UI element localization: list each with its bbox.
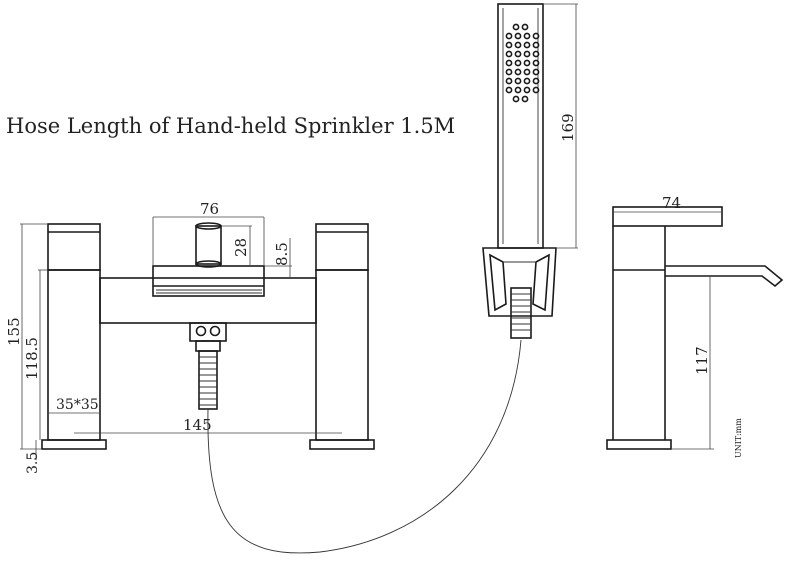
side-base (606, 439, 672, 450)
nozzle-dot (523, 77, 531, 85)
dim-label-169: 169 (559, 113, 577, 142)
dim-total-height: 155 (5, 223, 48, 450)
nozzle-dot (523, 32, 531, 40)
nozzle-dot (514, 77, 522, 85)
left-pillar (41, 223, 107, 450)
dim-label-76: 76 (200, 200, 219, 218)
nozzle-dot (532, 68, 540, 76)
nozzle-dot (514, 41, 522, 49)
right-pillar (309, 223, 375, 450)
nozzle-dot (505, 41, 513, 49)
side-top-cap (612, 206, 723, 227)
side-view: 74 117 UNIT:mm (606, 194, 784, 458)
shower-connector (510, 287, 532, 339)
dim-body-height: 118.5 (23, 269, 48, 440)
nozzle-dot (505, 86, 513, 94)
dim-side-spout-height: 117 (671, 276, 714, 450)
nozzle-dot (514, 68, 522, 76)
dim-label-28: 28 (232, 238, 250, 257)
nozzle-dot (532, 41, 540, 49)
dim-knob-height: 28 (222, 225, 252, 266)
handset-body (497, 3, 544, 249)
dim-label-118-5: 118.5 (23, 337, 41, 380)
dim-side-depth: 74 (613, 194, 722, 213)
nozzle-dot (523, 50, 531, 58)
hose-length-caption: Hose Length of Hand-held Sprinkler 1.5M (6, 114, 455, 138)
dim-label-8-5: 8.5 (273, 242, 291, 266)
nozzle-dot (523, 59, 531, 67)
dim-label-117: 117 (693, 346, 711, 375)
dim-label-35x35: 35*35 (56, 397, 99, 413)
nozzle-dot (523, 41, 531, 49)
dim-label-145: 145 (183, 416, 212, 434)
dim-label-155: 155 (5, 317, 23, 346)
dim-label-74: 74 (662, 194, 681, 212)
nozzle-dot (514, 32, 522, 40)
nozzle-dot (521, 23, 529, 31)
front-view: 76 28 8.5 155 118.5 3.5 (5, 200, 375, 474)
dim-label-3-5: 3.5 (25, 452, 41, 474)
nozzle-dot (532, 77, 540, 85)
nozzle-dot (523, 86, 531, 94)
side-spout (665, 265, 784, 288)
nozzle-dot (521, 95, 529, 103)
nozzle-dot (505, 32, 513, 40)
nozzle-dot (505, 77, 513, 85)
nozzle-dot (514, 59, 522, 67)
diverter-knob (195, 222, 222, 268)
dim-spout-drop: 8.5 (264, 238, 292, 278)
nozzle-dot (514, 50, 522, 58)
unit-note: UNIT:mm (734, 418, 743, 458)
nozzle-dot (532, 59, 540, 67)
nozzle-grid (505, 23, 540, 103)
nozzle-dot (505, 59, 513, 67)
shower-holder (482, 247, 557, 317)
crossbar-body (99, 277, 317, 324)
dim-top-width: 76 (152, 200, 265, 266)
nozzle-dot (532, 50, 540, 58)
nozzle-dot (512, 23, 520, 31)
hand-shower: 169 (482, 3, 578, 339)
nozzle-dot (505, 50, 513, 58)
waterfall-spout (152, 265, 265, 297)
dim-base-height: 3.5 (25, 440, 41, 474)
nozzle-dot (512, 95, 520, 103)
dim-pillar-section: 35*35 (48, 397, 100, 414)
nozzle-dot (523, 68, 531, 76)
nozzle-dot (532, 86, 540, 94)
nozzle-dot (532, 32, 540, 40)
flexible-hose (207, 339, 522, 554)
nozzle-dot (514, 86, 522, 94)
hose-outlet (189, 322, 227, 410)
dim-handset-length: 169 (543, 3, 578, 249)
nozzle-dot (505, 68, 513, 76)
